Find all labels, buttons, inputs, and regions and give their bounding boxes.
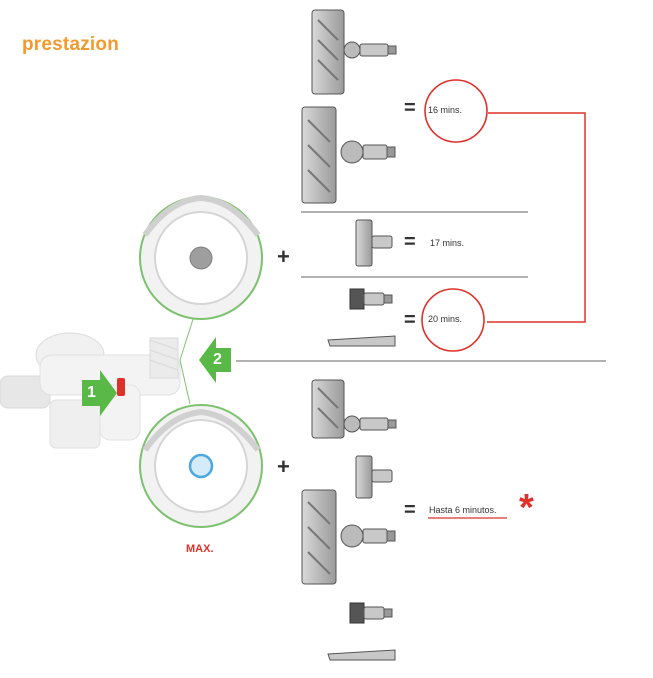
red-bracket — [487, 112, 586, 323]
step-1-number: 1 — [87, 384, 96, 401]
plus-sign: + — [277, 454, 290, 479]
equals-sign: = — [404, 97, 416, 119]
mini-motorized-tool — [355, 219, 393, 267]
step-2-number: 2 — [213, 351, 222, 368]
step-2-arrow — [199, 337, 231, 383]
crevice-tool — [327, 649, 396, 661]
normal-mode-zoom — [139, 194, 263, 320]
power-button-max — [188, 453, 214, 479]
equals-sign: = — [404, 499, 416, 521]
brush-tool — [349, 288, 393, 310]
crevice-tool — [327, 335, 396, 347]
power-trigger — [117, 378, 125, 396]
connector-line — [179, 315, 195, 361]
runtime-small-tools: 20 mins. — [428, 314, 463, 324]
time-highlight-circle — [424, 79, 488, 143]
equals-sign: = — [404, 231, 416, 253]
motorhead-tool — [311, 379, 397, 439]
page-title: prestazion — [22, 34, 120, 55]
runtime-mini-motorized: 17 mins. — [430, 238, 465, 248]
mini-motorized-tool — [355, 455, 393, 499]
motorhead-tool — [311, 9, 397, 95]
fluffy-tool — [301, 106, 396, 204]
runtime-motorhead: 16 mins. — [428, 105, 463, 115]
fluffy-tool — [301, 489, 396, 585]
max-label: MAX. — [186, 543, 214, 555]
asterisk-note: * — [519, 487, 534, 529]
runtime-max-mode: Hasta 6 minutos. — [429, 505, 497, 515]
equals-sign: = — [404, 309, 416, 331]
step-1-arrow — [82, 370, 117, 416]
power-button-normal — [189, 246, 213, 270]
brush-tool — [349, 602, 393, 624]
time-highlight-circle — [421, 288, 485, 352]
plus-sign: + — [277, 244, 290, 269]
max-mode-zoom — [139, 404, 263, 528]
connector-line — [179, 359, 191, 405]
vacuum-illustration — [0, 332, 181, 449]
